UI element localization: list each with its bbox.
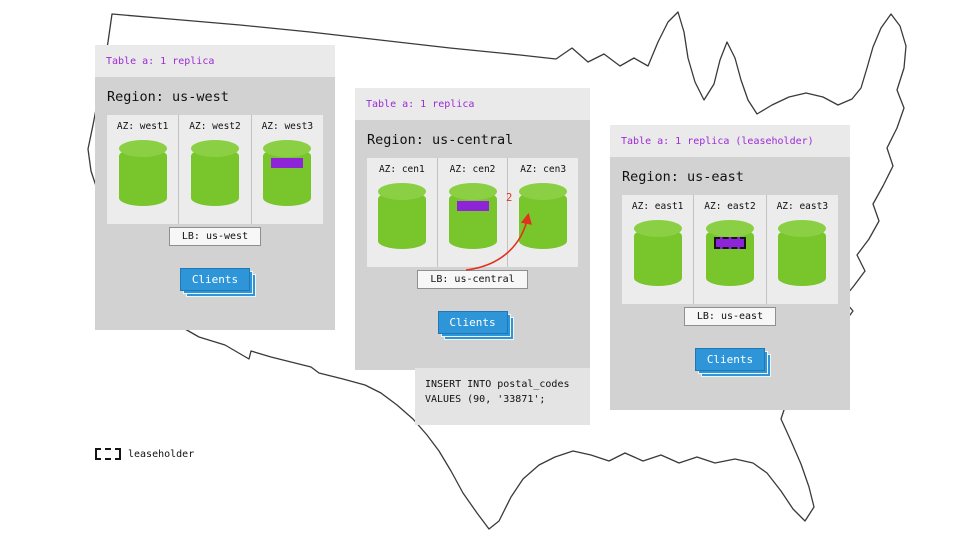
az-row-us-east: AZ: east1 AZ: east2 AZ: east3 xyxy=(622,195,838,304)
panel-us-east: Table a: 1 replica (leaseholder) Region:… xyxy=(610,125,850,410)
az-label: AZ: cen2 xyxy=(449,164,496,175)
az-row-us-central: AZ: cen1 AZ: cen2 AZ: cen3 xyxy=(367,158,578,267)
region-title-us-central: Region: us-central xyxy=(367,132,514,148)
leaseholder-chip xyxy=(713,237,746,249)
az-box-west2: AZ: west2 xyxy=(179,115,252,224)
cylinder-top xyxy=(118,140,167,157)
az-box-cen2: AZ: cen2 xyxy=(438,158,509,267)
legend-label: leaseholder xyxy=(128,448,195,460)
az-box-east2: AZ: east2 xyxy=(694,195,767,304)
az-label: AZ: west1 xyxy=(116,121,169,132)
table-replica-label: Table a: 1 replica xyxy=(366,98,475,110)
database-cylinder xyxy=(263,140,312,206)
az-box-cen1: AZ: cen1 xyxy=(367,158,438,267)
az-label: AZ: cen1 xyxy=(378,164,425,175)
arrow-step-label: 2 xyxy=(506,192,513,204)
panel-header-us-central: Table a: 1 replica xyxy=(355,88,590,120)
az-box-west3: AZ: west3 xyxy=(252,115,323,224)
sql-statement-box: INSERT INTO postal_codes VALUES (90, '33… xyxy=(415,368,590,425)
clients-button[interactable]: Clients xyxy=(695,348,765,371)
sql-line-2: VALUES (90, '33871'; xyxy=(425,394,546,405)
leaseholder-legend-swatch xyxy=(95,448,121,460)
database-cylinder xyxy=(633,220,682,286)
az-label: AZ: west3 xyxy=(261,121,314,132)
cylinder-body xyxy=(118,148,167,206)
panel-header-us-west: Table a: 1 replica xyxy=(95,45,335,77)
legend: leaseholder xyxy=(95,448,194,460)
az-label: AZ: west2 xyxy=(189,121,241,132)
cylinder-top xyxy=(263,140,312,157)
table-replica-label: Table a: 1 replica xyxy=(106,55,215,67)
database-cylinder xyxy=(519,183,568,249)
az-box-west1: AZ: west1 xyxy=(107,115,180,224)
cylinder-body xyxy=(263,148,312,206)
database-cylinder xyxy=(705,220,754,286)
cylinder-top xyxy=(448,183,497,200)
load-balancer-us-central: LB: us-central xyxy=(417,270,528,289)
cylinder-body xyxy=(778,228,827,286)
cylinder-top xyxy=(190,140,239,157)
table-replica-label: Table a: 1 replica (leaseholder) xyxy=(621,135,814,147)
clients-button[interactable]: Clients xyxy=(437,311,508,334)
replica-chip xyxy=(456,201,489,211)
cylinder-body xyxy=(190,148,239,206)
panel-us-west: Table a: 1 replica Region: us-west AZ: w… xyxy=(95,45,335,330)
region-title-us-east: Region: us-east xyxy=(622,169,744,185)
az-label: AZ: east2 xyxy=(704,201,756,212)
database-cylinder xyxy=(118,140,167,206)
database-cylinder xyxy=(778,220,827,286)
az-box-east3: AZ: east3 xyxy=(767,195,838,304)
cylinder-body xyxy=(377,191,426,249)
load-balancer-us-east: LB: us-east xyxy=(683,307,777,326)
clients-button-stack: Clients xyxy=(437,311,514,340)
cylinder-top xyxy=(705,220,754,237)
az-label: AZ: east3 xyxy=(776,201,829,212)
az-label: AZ: east1 xyxy=(631,201,684,212)
az-box-east1: AZ: east1 xyxy=(622,195,695,304)
cylinder-top xyxy=(778,220,827,237)
cylinder-body xyxy=(633,228,682,286)
az-row-us-west: AZ: west1 AZ: west2 AZ: west3 xyxy=(107,115,323,224)
region-title-us-west: Region: us-west xyxy=(107,89,229,105)
database-cylinder xyxy=(448,183,497,249)
az-label: AZ: cen3 xyxy=(520,164,567,175)
az-box-cen3: AZ: cen3 xyxy=(508,158,578,267)
cylinder-top xyxy=(377,183,426,200)
cylinder-top xyxy=(519,183,568,200)
panel-header-us-east: Table a: 1 replica (leaseholder) xyxy=(610,125,850,157)
database-cylinder xyxy=(190,140,239,206)
database-cylinder xyxy=(377,183,426,249)
clients-button-stack: Clients xyxy=(180,268,256,297)
panel-us-central: Table a: 1 replica Region: us-central AZ… xyxy=(355,88,590,370)
clients-button-stack: Clients xyxy=(695,348,771,377)
clients-button[interactable]: Clients xyxy=(180,268,250,291)
load-balancer-us-west: LB: us-west xyxy=(168,227,262,246)
replica-chip xyxy=(271,158,304,168)
sql-line-1: INSERT INTO postal_codes xyxy=(425,379,570,390)
cylinder-top xyxy=(633,220,682,237)
